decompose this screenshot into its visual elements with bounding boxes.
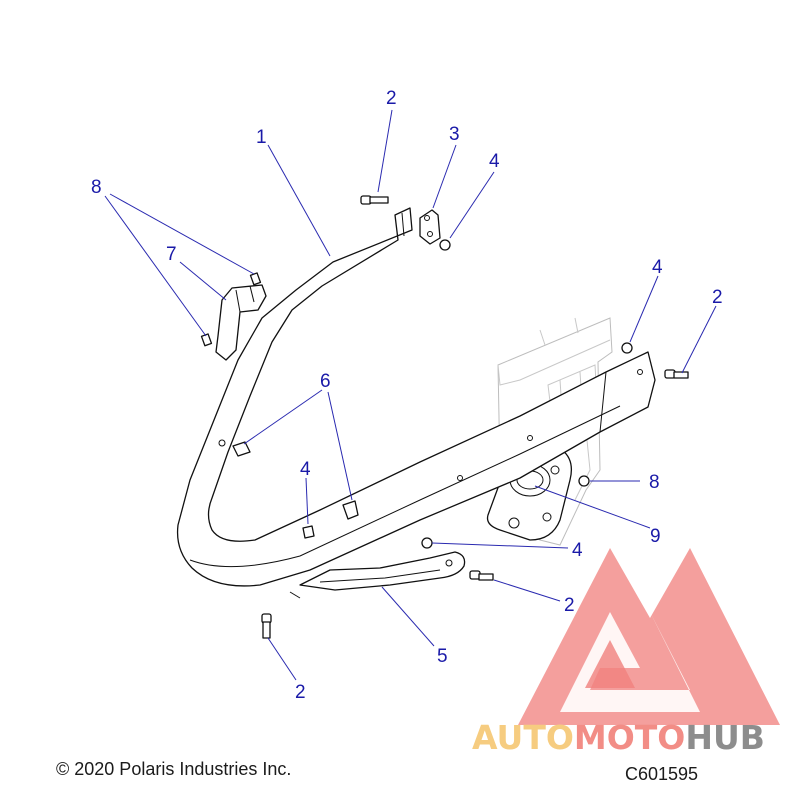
part-2-bolts	[261, 195, 689, 639]
callout-3: 3	[449, 124, 460, 145]
watermark-logo: AUTOMOTOHUB	[472, 548, 780, 757]
callout-2-middle: 2	[564, 595, 575, 616]
bolt-2-middle	[469, 570, 494, 581]
callout-6: 6	[320, 371, 331, 392]
watermark-hub: HUB	[685, 718, 765, 757]
callout-2-bottom: 2	[295, 682, 306, 703]
watermark-moto: MOTO	[574, 718, 685, 757]
callout-2-top: 2	[386, 88, 397, 109]
part-4-nuts	[302, 239, 633, 549]
callouts: 1 2 2 2 2 3 4 4 4 4 5 6 7 8 8 9	[91, 88, 723, 703]
bolt-2-top	[360, 195, 389, 205]
bolt-2-bottom	[261, 613, 272, 639]
bolt-2-right	[664, 369, 689, 379]
callout-4-left: 4	[300, 459, 311, 480]
leader-lines	[104, 109, 717, 681]
part-5-lower-brace	[289, 551, 466, 599]
callout-1: 1	[256, 127, 267, 148]
part-1-bumper-tube	[176, 207, 656, 587]
callout-2-right: 2	[712, 287, 723, 308]
callout-9: 9	[650, 526, 661, 547]
svg-text:AUTOMOTOHUB: AUTOMOTOHUB	[472, 718, 765, 757]
callout-7: 7	[166, 244, 177, 265]
callout-4-top: 4	[489, 151, 500, 172]
part-6-push-pins	[232, 441, 359, 520]
callout-8-left: 8	[91, 177, 102, 198]
copyright-text: © 2020 Polaris Industries Inc.	[56, 759, 292, 779]
callout-4-right: 4	[652, 257, 663, 278]
part-7-bracket	[215, 284, 267, 361]
callout-8-right: 8	[649, 472, 660, 493]
callout-5: 5	[437, 646, 448, 667]
part-3-bracket	[419, 209, 441, 245]
watermark-auto: AUTO	[472, 718, 574, 757]
part-8-small-fasteners	[200, 272, 590, 487]
callout-4-lower: 4	[572, 540, 583, 561]
drawing-number: C601595	[625, 764, 699, 784]
